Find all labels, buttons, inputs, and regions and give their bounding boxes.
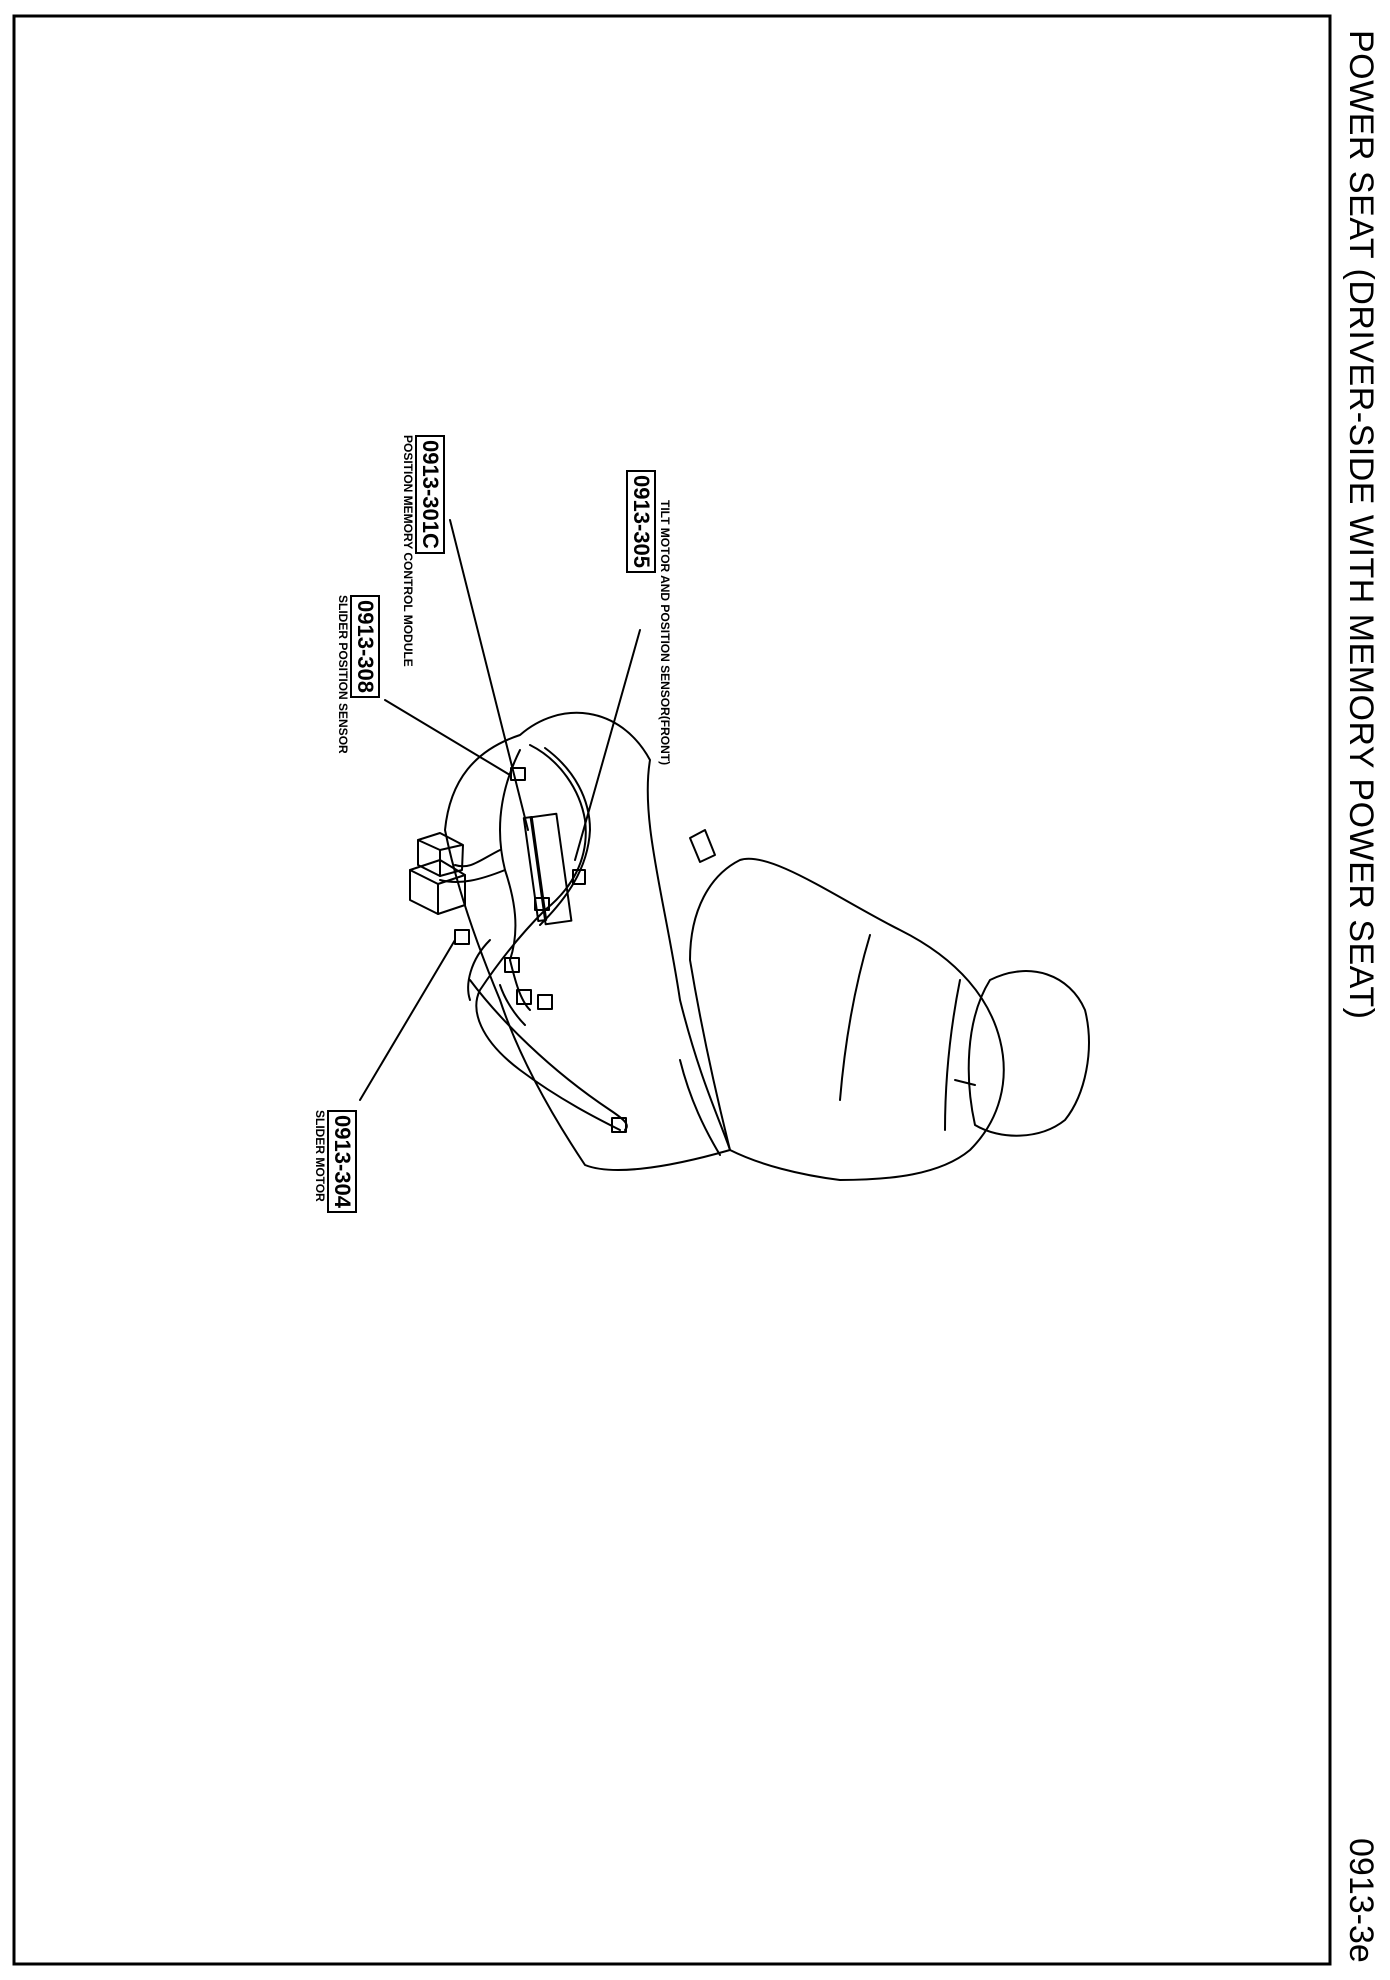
harness-branch [467, 939, 491, 1001]
leader-line [449, 519, 529, 831]
connector [516, 989, 532, 1005]
connector [504, 957, 520, 973]
seat-back [689, 857, 1005, 1181]
harness-branch [499, 749, 521, 961]
callout-code: 0913-304 [327, 1110, 357, 1213]
connector [454, 929, 470, 945]
back-seam [839, 934, 871, 1101]
callout-code: 0913-301C [415, 435, 445, 554]
back-seam [944, 979, 961, 1131]
connector [611, 1117, 627, 1133]
cushion-seam [679, 1059, 721, 1156]
page-title: POWER SEAT (DRIVER-SIDE WITH MEMORY POWE… [1342, 30, 1380, 1020]
connector [572, 869, 586, 885]
harness-branch [509, 959, 531, 1011]
harness-branch [499, 984, 526, 1026]
plug-block [417, 832, 464, 877]
page-border [12, 14, 1332, 1966]
callout-code: 0913-308 [350, 595, 380, 698]
harness-branch [454, 849, 501, 868]
callout-label: SLIDER POSITION SENSOR [336, 595, 350, 754]
harness-main [539, 747, 591, 926]
harness-main [475, 744, 621, 1131]
control-module-side [522, 815, 548, 923]
connector [510, 767, 526, 781]
recliner-lever [689, 829, 716, 863]
callout-code: 0913-305 [626, 470, 656, 573]
connector [537, 994, 553, 1010]
headrest [967, 970, 1090, 1137]
callout-label: POSITION MEMORY CONTROL MODULE [401, 435, 415, 667]
leader-line [359, 939, 456, 1101]
plug-block [409, 859, 466, 915]
connector [534, 897, 550, 911]
callout-label: SLIDER MOTOR [313, 1110, 327, 1202]
control-module [529, 812, 573, 926]
seat-illustration [359, 519, 1090, 1181]
leader-line [384, 699, 511, 776]
page-number: 0913-3e [1342, 1838, 1380, 1963]
headrest-stay [954, 1079, 976, 1086]
plug-block [417, 839, 463, 877]
plug-block [409, 869, 466, 915]
leader-line [574, 629, 641, 861]
callout-label: TILT MOTOR AND POSITION SENSOR(FRONT) [658, 500, 672, 766]
